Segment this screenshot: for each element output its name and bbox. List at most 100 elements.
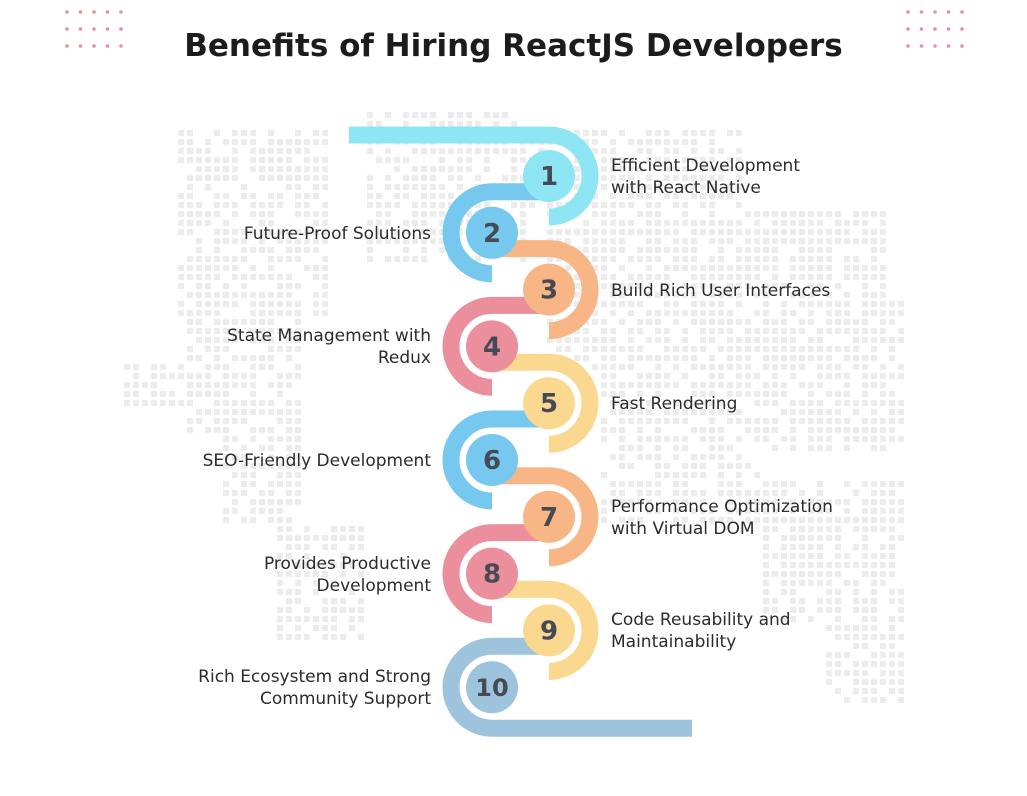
- map-dot: [844, 229, 850, 235]
- map-dot: [592, 346, 598, 352]
- map-dot: [871, 688, 877, 694]
- map-dot: [664, 265, 670, 271]
- map-dot: [403, 256, 409, 262]
- map-dot: [646, 292, 652, 298]
- map-dot: [808, 355, 814, 361]
- map-dot: [808, 265, 814, 271]
- map-dot: [772, 211, 778, 217]
- map-dot: [673, 310, 679, 316]
- map-dot: [772, 400, 778, 406]
- map-dot: [304, 535, 310, 541]
- map-dot: [277, 562, 283, 568]
- map-dot: [790, 310, 796, 316]
- map-dot: [295, 301, 301, 307]
- map-dot: [223, 157, 229, 163]
- map-dot: [340, 526, 346, 532]
- map-dot: [790, 517, 796, 523]
- map-dot: [808, 526, 814, 532]
- map-dot: [259, 364, 265, 370]
- map-dot: [250, 517, 256, 523]
- map-dot: [187, 220, 193, 226]
- map-dot: [871, 337, 877, 343]
- map-dot: [178, 229, 184, 235]
- map-dot: [385, 175, 391, 181]
- map-dot: [745, 508, 751, 514]
- map-dot: [637, 373, 643, 379]
- map-dot: [682, 202, 688, 208]
- map-dot: [862, 562, 868, 568]
- map-dot: [277, 193, 283, 199]
- map-dot: [727, 508, 733, 514]
- map-dot: [718, 400, 724, 406]
- map-dot: [781, 346, 787, 352]
- map-dot: [673, 301, 679, 307]
- map-dot: [322, 292, 328, 298]
- map-dot: [313, 310, 319, 316]
- map-dot: [178, 373, 184, 379]
- map-dot: [304, 526, 310, 532]
- map-dot: [655, 184, 661, 190]
- map-dot: [376, 202, 382, 208]
- map-dot: [574, 157, 580, 163]
- map-dot: [610, 139, 616, 145]
- map-dot: [214, 319, 220, 325]
- map-dot: [376, 238, 382, 244]
- map-dot: [691, 427, 697, 433]
- map-dot: [718, 175, 724, 181]
- decorative-dot-grid-left: [65, 10, 123, 48]
- map-dot: [736, 418, 742, 424]
- map-dot: [691, 463, 697, 469]
- map-dot: [664, 301, 670, 307]
- map-dot: [439, 238, 445, 244]
- map-dot: [700, 472, 706, 478]
- map-dot: [727, 157, 733, 163]
- map-dot: [250, 274, 256, 280]
- map-dot: [232, 139, 238, 145]
- step-number-10: 10: [475, 674, 508, 702]
- map-dot: [196, 301, 202, 307]
- map-dot: [628, 481, 634, 487]
- map-dot: [295, 337, 301, 343]
- map-dot: [844, 328, 850, 334]
- map-dot: [286, 256, 292, 262]
- map-dot: [214, 337, 220, 343]
- map-dot: [682, 499, 688, 505]
- map-dot: [835, 652, 841, 658]
- map-dot: [880, 634, 886, 640]
- map-dot: [835, 310, 841, 316]
- map-dot: [610, 346, 616, 352]
- map-dot: [826, 211, 832, 217]
- map-dot: [421, 229, 427, 235]
- map-dot: [709, 445, 715, 451]
- map-dot: [709, 517, 715, 523]
- map-dot: [232, 301, 238, 307]
- map-dot: [205, 337, 211, 343]
- map-dot: [313, 616, 319, 622]
- map-dot: [781, 436, 787, 442]
- map-dot: [331, 544, 337, 550]
- map-dot: [763, 391, 769, 397]
- map-dot: [610, 292, 616, 298]
- map-dot: [277, 526, 283, 532]
- map-dot: [682, 220, 688, 226]
- map-dot: [889, 499, 895, 505]
- map-dot: [763, 229, 769, 235]
- map-dot: [709, 400, 715, 406]
- map-dot: [871, 373, 877, 379]
- map-dot: [547, 319, 553, 325]
- map-dot: [880, 418, 886, 424]
- path-segment-7: [492, 467, 599, 567]
- map-dot: [295, 364, 301, 370]
- map-dot: [781, 580, 787, 586]
- map-dot: [844, 652, 850, 658]
- map-dot: [655, 274, 661, 280]
- map-dot: [736, 157, 742, 163]
- map-dot: [313, 139, 319, 145]
- map-dot: [817, 544, 823, 550]
- map-dot: [448, 166, 454, 172]
- map-dot: [871, 652, 877, 658]
- map-dot: [673, 265, 679, 271]
- map-dot: [880, 328, 886, 334]
- map-dot: [898, 670, 904, 676]
- map-dot: [808, 391, 814, 397]
